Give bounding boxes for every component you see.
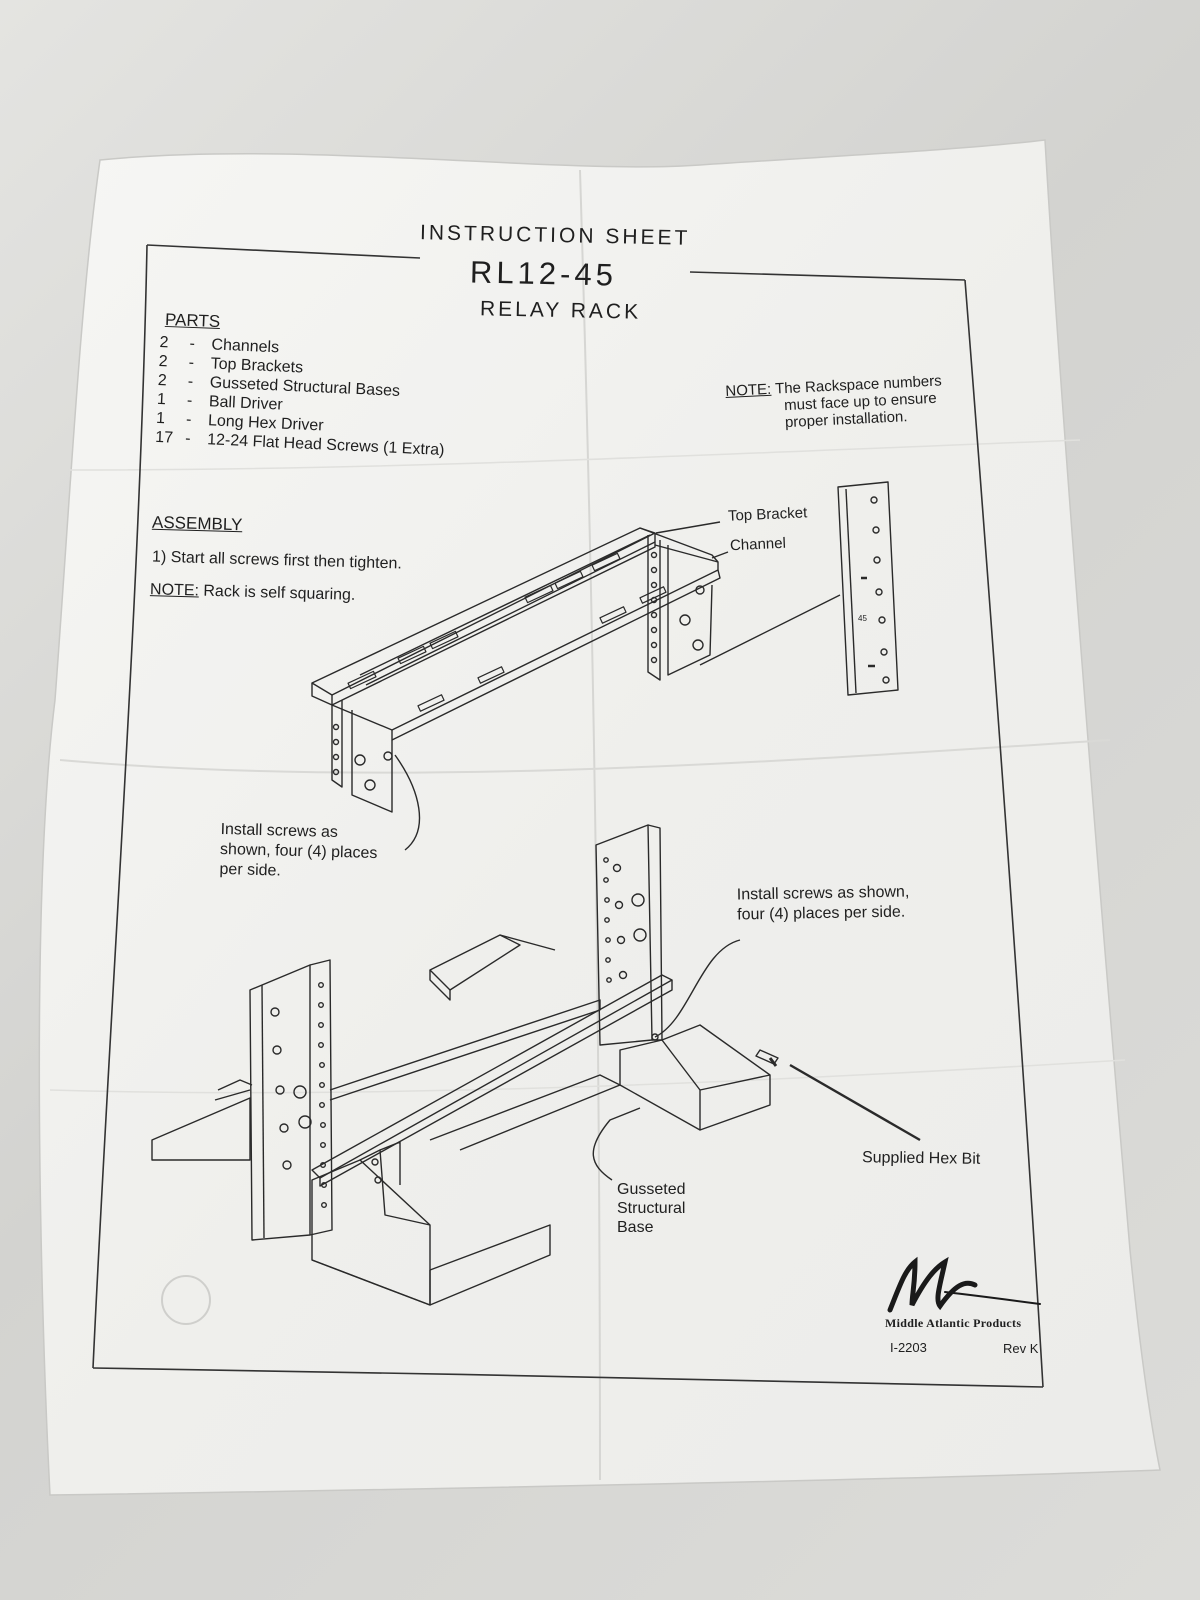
hex-bit-label: Supplied Hex Bit	[861, 1149, 981, 1168]
base-leader	[592, 1107, 641, 1181]
gusseted-base-label: Gusseted Structural Base	[617, 1181, 686, 1236]
company-name: Middle Atlantic Products	[885, 1316, 1022, 1330]
assembly-heading: ASSEMBLY	[151, 512, 243, 535]
install-screws-callout-1: Install screws as shown, four (4) places…	[219, 820, 378, 880]
channel-upper-left	[331, 700, 393, 813]
top-bracket-leader	[655, 521, 721, 534]
parts-heading: PARTS	[164, 309, 221, 332]
border-bottom	[92, 1367, 1044, 1388]
install-leader-2	[654, 939, 741, 1038]
middle-atlantic-logo	[887, 1256, 1041, 1313]
border-top-left	[146, 244, 421, 259]
rackspace-note: NOTE: The Rackspace numbers must face up…	[725, 372, 943, 432]
install-screws-callout-2: Install screws as shown, four (4) places…	[736, 883, 910, 924]
channel-upper-right	[647, 535, 713, 681]
screw-drawing	[755, 1049, 779, 1067]
top-bracket-drawing	[311, 527, 721, 741]
border-left	[92, 244, 148, 1369]
border-top-right	[689, 271, 966, 281]
product-name: RELAY RACK	[479, 297, 642, 324]
parts-list: 2-Channels 2-Top Brackets 2-Gusseted Str…	[155, 333, 449, 460]
instruction-sheet-title: INSTRUCTION SHEET	[419, 221, 691, 250]
model-number: RL12-45	[469, 254, 618, 293]
assembly-note: NOTE: Rack is self squaring.	[149, 581, 356, 604]
back-bases-drawing	[217, 934, 556, 1091]
note-label: NOTE:	[725, 380, 772, 400]
install-leader-1	[394, 754, 421, 851]
revision-label: Rev K	[1003, 1341, 1039, 1356]
top-bracket-label: Top Bracket	[727, 504, 808, 525]
channel-label: Channel	[729, 534, 787, 555]
rail-rackspace-number: 45	[858, 614, 867, 623]
top-bracket-lower	[311, 974, 673, 1187]
channel-leader	[711, 551, 729, 559]
border-right	[964, 279, 1044, 1388]
document-number: I-2203	[890, 1340, 927, 1355]
hex-bit-drawing	[789, 1063, 921, 1142]
left-channel-drawing	[249, 959, 333, 1241]
right-base-drawing	[429, 1024, 771, 1151]
assembly-step-1: 1) Start all screws first then tighten.	[151, 548, 403, 573]
left-base-drawing	[151, 1089, 551, 1306]
rail-detail-leader	[699, 594, 841, 666]
rail-detail	[837, 481, 899, 696]
